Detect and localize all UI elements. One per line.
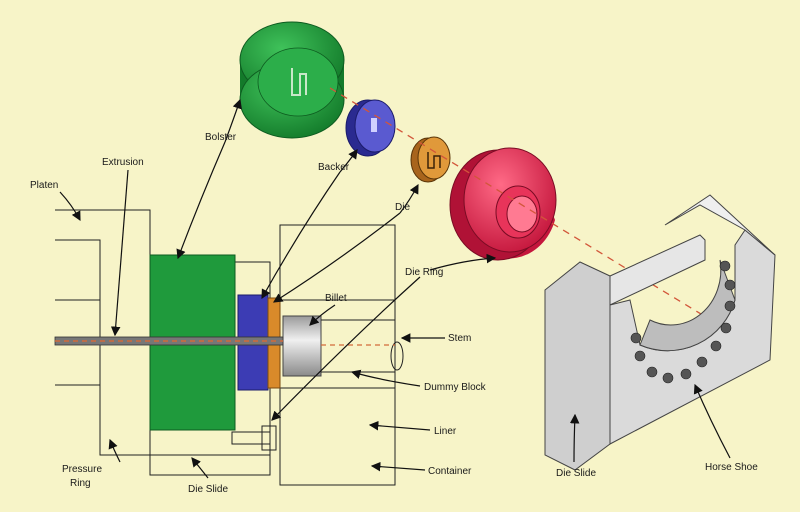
billet-block [282,315,322,377]
arrow-backer-down [261,171,341,300]
labels: Platen Extrusion Bolster Backer Die Die … [30,132,758,495]
label-backer: Backer [318,162,350,173]
arrow-die-slide-press [191,457,209,479]
arrow-dummy-block [350,369,421,387]
label-extrusion: Extrusion [102,157,144,168]
label-die-ring: Die Ring [405,267,443,278]
label-pressure: Pressure [62,464,102,475]
horse-shoe-block [544,194,776,471]
label-die-slide-press: Die Slide [188,484,228,495]
arrow-diering-down [271,276,421,421]
container-outline [279,224,396,486]
arrow-backer-up [339,149,358,173]
backer-disc [345,99,396,157]
bolt-holes [630,260,736,384]
label-die: Die [395,202,410,213]
arrow-container [370,461,426,472]
stem-end [390,341,404,371]
label-platen: Platen [30,180,58,191]
arrow-horse-shoe [693,383,731,459]
stem-lines [321,319,395,373]
arrow-platen [59,191,81,222]
arrow-billet [309,304,336,326]
exploded-parts [239,21,776,471]
arrow-die-up [399,183,419,214]
die-ring-disc [449,147,557,261]
label-die-slide-block: Die Slide [556,468,596,479]
label-billet: Billet [325,293,347,304]
arrow-bolster-down [176,141,226,260]
arrow-extrusion [110,169,129,337]
arrow-liner [368,420,431,431]
arrow-diering-up [429,253,497,271]
label-liner: Liner [434,426,457,437]
clamp-fixture [231,431,271,445]
die-slide-base [149,454,271,476]
assembly-axis [329,87,761,351]
clamp-block [261,425,277,451]
leader-arrows [59,98,731,479]
arrow-die-slide-block [569,413,580,463]
platen-lines [55,299,100,386]
platen-outline [55,209,151,456]
label-bolster: Bolster [205,132,237,143]
press-cross-section [54,209,404,486]
label-stem: Stem [448,333,471,344]
bolster-disc [239,21,345,139]
label-container: Container [428,466,472,477]
liner-lines [280,299,395,389]
arrow-die-down [272,212,401,303]
die-disc [410,136,451,183]
label-horse-shoe: Horse Shoe [705,462,758,473]
arrow-bolster-up [224,98,242,143]
label-ring: Ring [70,478,91,489]
label-dummy-block: Dummy Block [424,382,487,393]
arrow-pressure-ring [108,438,121,463]
